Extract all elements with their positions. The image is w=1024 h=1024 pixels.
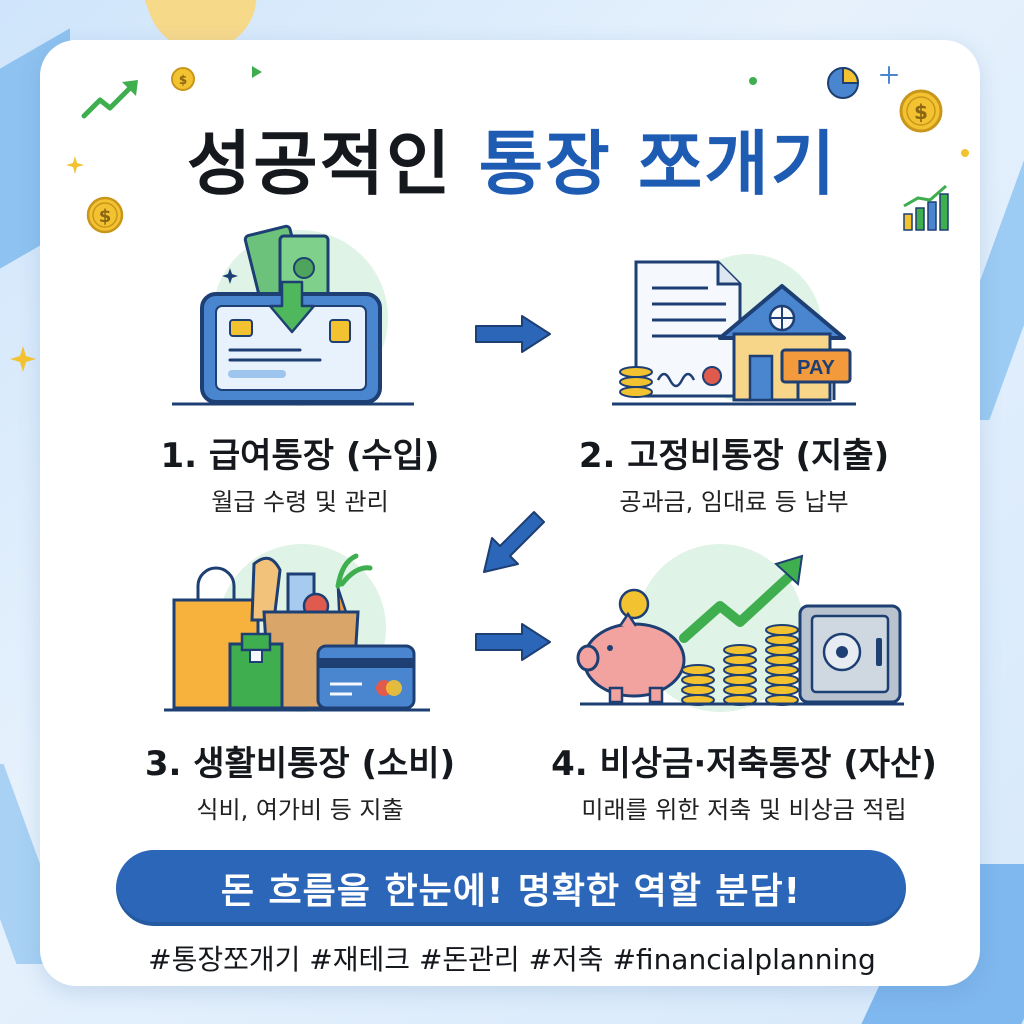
svg-text:$: $ [914,100,928,124]
title-part-2: 통장 쪼개기 [478,123,838,205]
sparkle-icon [66,156,84,174]
coin-icon: $ [86,196,124,234]
step-2-subtitle: 공과금, 임대료 등 납부 [619,488,849,516]
living-cost-illustration [164,544,430,712]
bar-chart-icon [903,184,949,231]
arrow-right-icon [475,315,551,353]
arrow-down-left-icon [483,511,545,573]
pie-chart-icon [827,66,860,99]
coin-icon: $ [171,67,195,91]
step-4-subtitle: 미래를 위한 저축 및 비상금 적립 [581,796,907,824]
coin-icon: $ [899,89,943,133]
title-part-1: 성공적인 [186,123,453,205]
svg-text:$: $ [179,73,187,87]
play-sparkle-icon [252,66,262,78]
step-4-title: 4. 비상금·저축통장 (자산) [551,744,937,784]
dot-icon [749,77,757,85]
summary-banner-text: 돈 흐름을 한눈에! 명확한 역할 분담! [220,871,802,912]
hashtags: #통장쪼개기 #재테크 #돈관리 #저축 #financialplanning [148,943,876,976]
sparkle-icon [880,66,898,84]
step-3-subtitle: 식비, 여가비 등 지출 [196,796,404,824]
salary-account-illustration [172,224,414,406]
svg-text:$: $ [99,206,112,227]
step-3-title: 3. 생활비통장 (소비) [144,744,456,784]
infographic-card [40,40,980,986]
summary-banner: 돈 흐름을 한눈에! 명확한 역할 분담! [116,850,906,926]
dot-icon [961,149,969,157]
trend-up-icon [81,80,138,119]
savings-illustration [576,544,904,712]
pay-sign-text: PAY [797,357,835,379]
step-1-title: 1. 급여통장 (수입) [160,436,440,476]
sparkle-icon [10,346,36,372]
fixed-cost-illustration: PAY [612,254,856,406]
step-2-title: 2. 고정비통장 (지출) [578,436,890,476]
page-title: 성공적인 통장 쪼개기 [0,108,1024,209]
arrow-right-icon [475,623,551,661]
step-1-subtitle: 월급 수령 및 관리 [211,488,389,516]
